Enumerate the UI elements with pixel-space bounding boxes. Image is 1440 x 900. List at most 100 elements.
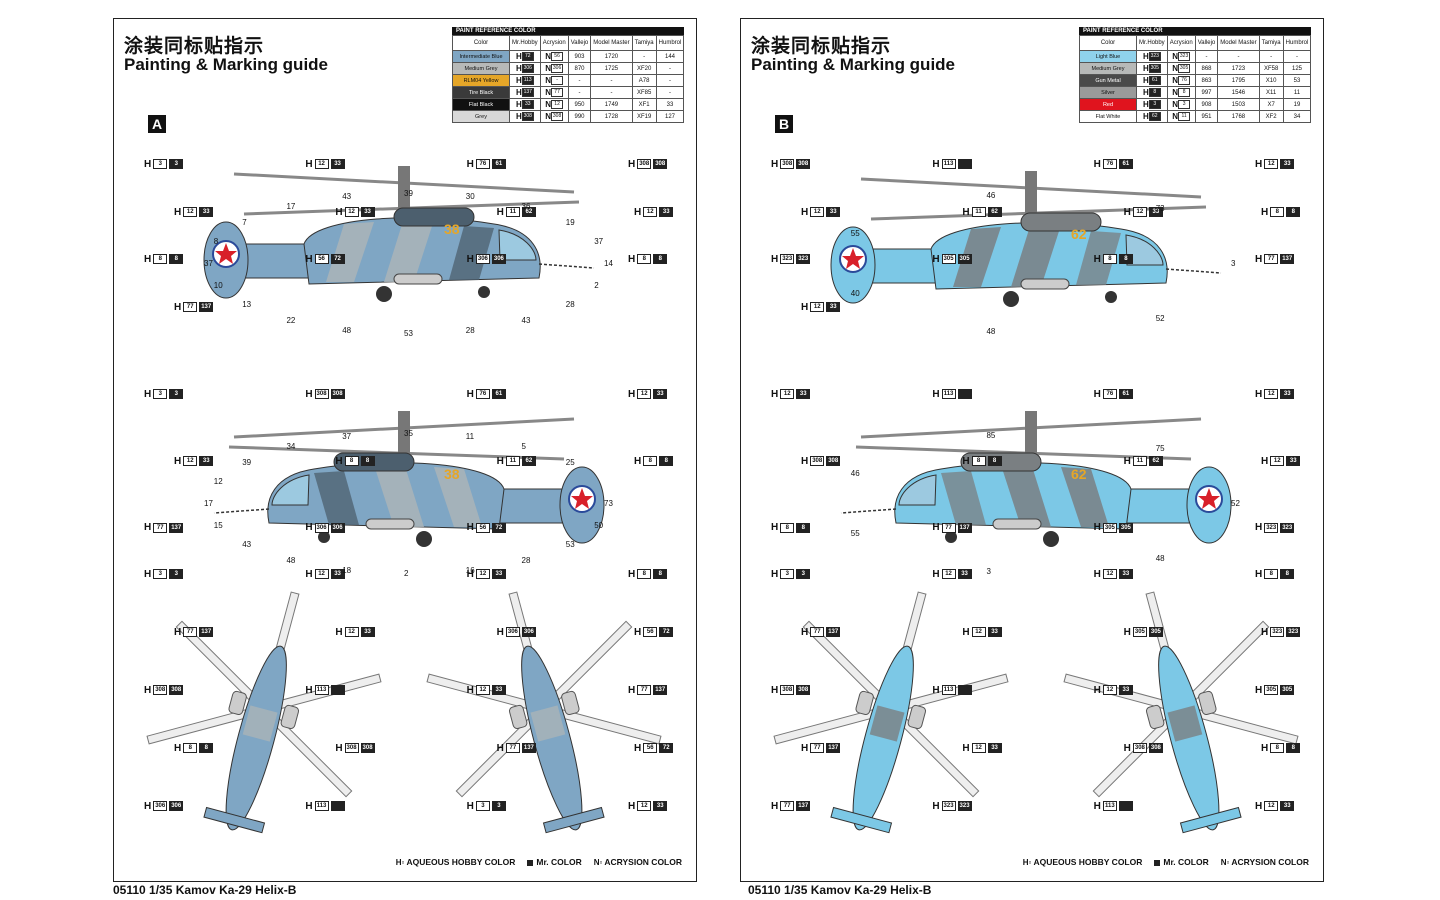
legend-acrysion: N▫ ACRYSION COLOR (1220, 857, 1309, 867)
mr-color-code: 137 (957, 522, 972, 533)
part-number-callout: 2 (404, 569, 409, 578)
mm-cell: 1725 (590, 62, 633, 75)
hobby-code: 12 (971, 627, 986, 638)
engine-housing (393, 207, 475, 227)
paint-callout-letter: H (628, 159, 636, 170)
paint-code-number: 12 (551, 100, 564, 110)
hobby-code: 77 (941, 522, 956, 533)
part-number-callout: 53 (404, 329, 413, 338)
hobby-code: 56 (475, 522, 490, 533)
part-number-callout: 35 (404, 429, 413, 438)
part-number-callout: 7 (242, 217, 247, 227)
hobby-code: 3 (780, 569, 795, 580)
paint-code-letter: H (1142, 111, 1149, 121)
mr-color-code: 33 (491, 569, 506, 580)
mr-color-code: 72 (659, 627, 674, 638)
paint-code-number: 11 (1178, 112, 1191, 122)
paint-callout-letter: H (496, 455, 504, 467)
color-legend: H▫ AQUEOUS HOBBY COLOR Mr. COLOR N▫ ACRY… (396, 857, 682, 867)
hobby-code: 308 (1132, 743, 1147, 754)
square-icon (1154, 859, 1161, 866)
color-name-cell: Grey (452, 110, 510, 123)
paint-callout-letter: H (466, 522, 474, 534)
paint-callout-letter: H (466, 685, 474, 696)
part-number-callout: 55 (850, 529, 860, 539)
hobby-code: 308 (314, 389, 329, 400)
paint-callout-letter: H (174, 627, 182, 638)
side-number: 62 (1071, 226, 1087, 242)
paint-callout-letter: H (305, 254, 313, 265)
hobby-code: 11 (505, 456, 520, 467)
part-number-callout: 85 (986, 430, 996, 440)
hobby-code: 306 (475, 254, 490, 265)
paint-callout-letter: H (932, 159, 940, 170)
paint-callout-letter: H (1123, 206, 1131, 218)
mr-color-code: 33 (199, 456, 214, 467)
mr-color-code: 33 (957, 569, 972, 580)
mr-color-code: 61 (491, 389, 506, 400)
mr-color-code: 61 (491, 159, 506, 170)
external-fuel-tank (992, 518, 1042, 530)
main-wheel (376, 286, 392, 302)
color-name-cell: Flat White (1079, 110, 1137, 123)
cockpit-window (498, 229, 537, 261)
paint-callout-letter: H (144, 801, 152, 812)
mr-color-code: 33 (491, 685, 506, 696)
mr-color-code: 33 (987, 627, 1002, 638)
hobby-code: 8 (1264, 569, 1279, 580)
hobby-code: 12 (637, 801, 652, 812)
paint-code-number: 137 (521, 88, 534, 98)
mr-color-code: 33 (1286, 456, 1301, 467)
mr-color-code: 62 (521, 206, 536, 217)
paint-code-letter: H (515, 51, 522, 61)
mr-color-code: 306 (491, 254, 506, 265)
bottom-view (426, 591, 662, 834)
red-star-roundel-icon (839, 245, 867, 273)
paint-callout-letter: H (335, 743, 343, 754)
part-number-callout: 11 (465, 432, 475, 442)
hobby-code: 77 (183, 301, 198, 312)
paint-code-number: 61 (1148, 76, 1161, 86)
paint-callout-letter: H (1255, 801, 1263, 812)
hobby-code: 8 (183, 743, 198, 754)
part-number-callout: 55 (850, 228, 860, 238)
part-number-callout: 28 (465, 325, 475, 335)
hobby-code: 305 (941, 254, 956, 265)
legend-acrysion-text: ACRYSION COLOR (604, 857, 682, 867)
color-name-cell: Intermediate Blue (452, 50, 510, 63)
paint-callout-letter: H (305, 801, 313, 812)
mr-color-code: 137 (199, 627, 214, 638)
hobby-code: 12 (1264, 389, 1279, 400)
paint-callout-letter: H (801, 627, 809, 638)
mr-color-code: 3 (169, 569, 184, 580)
paint-callout-letter: H (1093, 685, 1101, 696)
camo-patch (326, 222, 374, 282)
paint-code-letter: H (515, 87, 522, 97)
